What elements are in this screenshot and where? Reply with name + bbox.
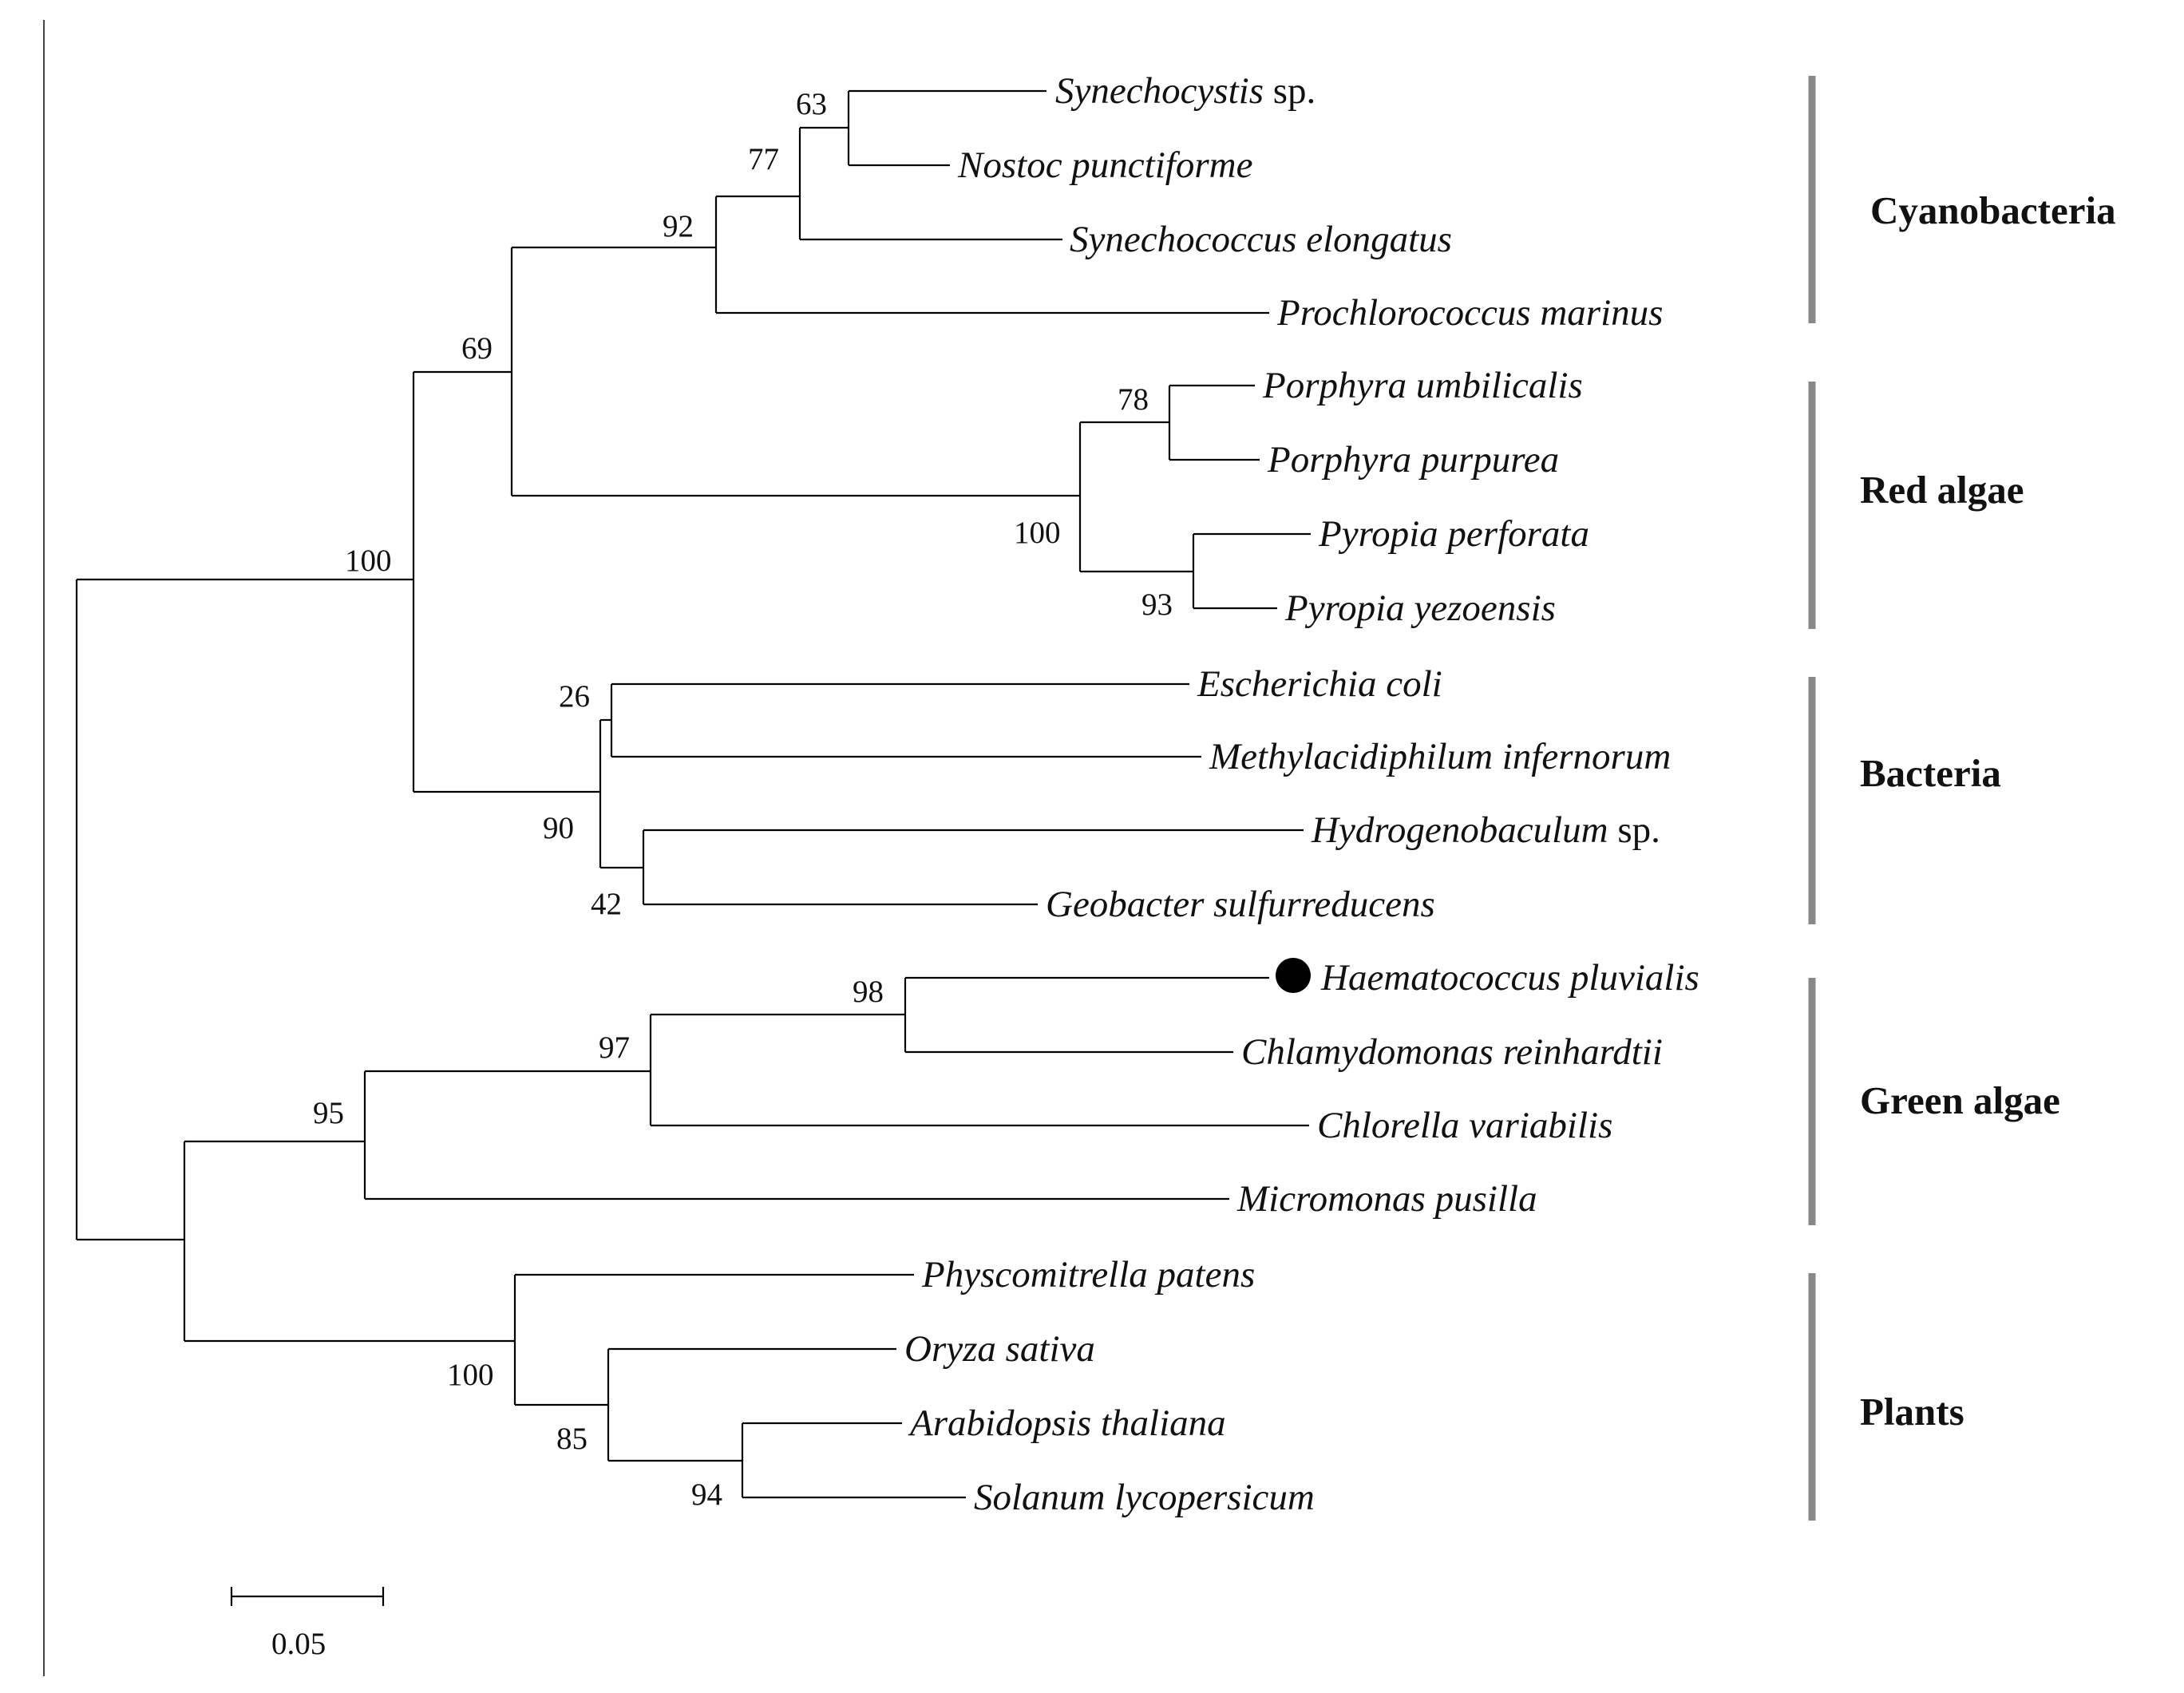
taxon-label: Oryza sativa <box>904 1328 1095 1370</box>
support-value: 90 <box>543 811 574 845</box>
support-value: 85 <box>556 1422 588 1456</box>
taxon-label: Micromonas pusilla <box>1236 1178 1537 1220</box>
support-value: 100 <box>447 1358 494 1392</box>
taxon-label: Porphyra purpurea <box>1267 439 1559 481</box>
taxon-label: Porphyra umbilicalis <box>1262 365 1583 406</box>
support-value: 97 <box>599 1030 630 1065</box>
taxon-label: Methylacidiphilum infernorum <box>1209 736 1671 777</box>
tree-branches <box>75 89 1311 1499</box>
support-value: 94 <box>691 1477 722 1512</box>
taxon-label: Arabidopsis thaliana <box>908 1402 1226 1444</box>
group-label-plants: Plants <box>1860 1390 1964 1434</box>
support-value: 42 <box>591 887 622 921</box>
taxon-label-highlighted: Haematococcus pluvialis <box>1320 957 1699 999</box>
group-label-cyanobacteria: Cyanobacteria <box>1870 188 2116 232</box>
taxon-label: Chlorella variabilis <box>1317 1105 1612 1146</box>
support-value: 78 <box>1118 382 1149 417</box>
support-value: 63 <box>796 87 827 121</box>
taxon-labels: Synechocystis sp. Nostoc punctiforme Syn… <box>904 70 1699 1518</box>
taxon-label: Pyropia perforata <box>1318 513 1589 555</box>
taxon-label: Synechocystis sp. <box>1055 70 1316 112</box>
highlight-marker-icon <box>1276 958 1311 993</box>
taxon-label: Pyropia yezoensis <box>1284 587 1556 629</box>
support-value: 26 <box>559 679 590 714</box>
group-label-green-algae: Green algae <box>1860 1078 2060 1122</box>
support-value: 98 <box>853 975 884 1009</box>
support-value: 77 <box>748 142 779 176</box>
taxon-label: Nostoc punctiforme <box>957 144 1252 186</box>
taxon-label: Escherichia coli <box>1197 663 1442 705</box>
taxon-label: Chlamydomonas reinhardtii <box>1241 1031 1663 1073</box>
support-value: 92 <box>663 209 694 243</box>
support-values: 63 77 92 69 78 100 93 100 26 90 42 98 97… <box>313 87 1173 1512</box>
group-label-bacteria: Bacteria <box>1860 751 2001 795</box>
support-value: 69 <box>461 331 493 366</box>
taxon-label: Synechococcus elongatus <box>1070 219 1452 260</box>
taxon-label: Physcomitrella patens <box>921 1254 1255 1295</box>
scale-bar: 0.05 <box>230 1587 385 1661</box>
support-value: 100 <box>345 544 392 578</box>
scale-bar-label: 0.05 <box>271 1627 326 1661</box>
support-value: 100 <box>1014 516 1061 550</box>
support-value: 95 <box>313 1096 344 1130</box>
clade-groups: Cyanobacteria Red algae Bacteria Green a… <box>1808 76 2116 1521</box>
scale-bar-line <box>230 1587 385 1606</box>
group-label-red-algae: Red algae <box>1860 468 2024 512</box>
taxon-label: Hydrogenobaculum sp. <box>1311 809 1660 851</box>
taxon-label: Geobacter sulfurreducens <box>1046 884 1435 925</box>
support-value: 93 <box>1141 587 1173 622</box>
taxon-label: Solanum lycopersicum <box>974 1477 1315 1518</box>
taxon-label: Prochlorococcus marinus <box>1276 292 1663 334</box>
